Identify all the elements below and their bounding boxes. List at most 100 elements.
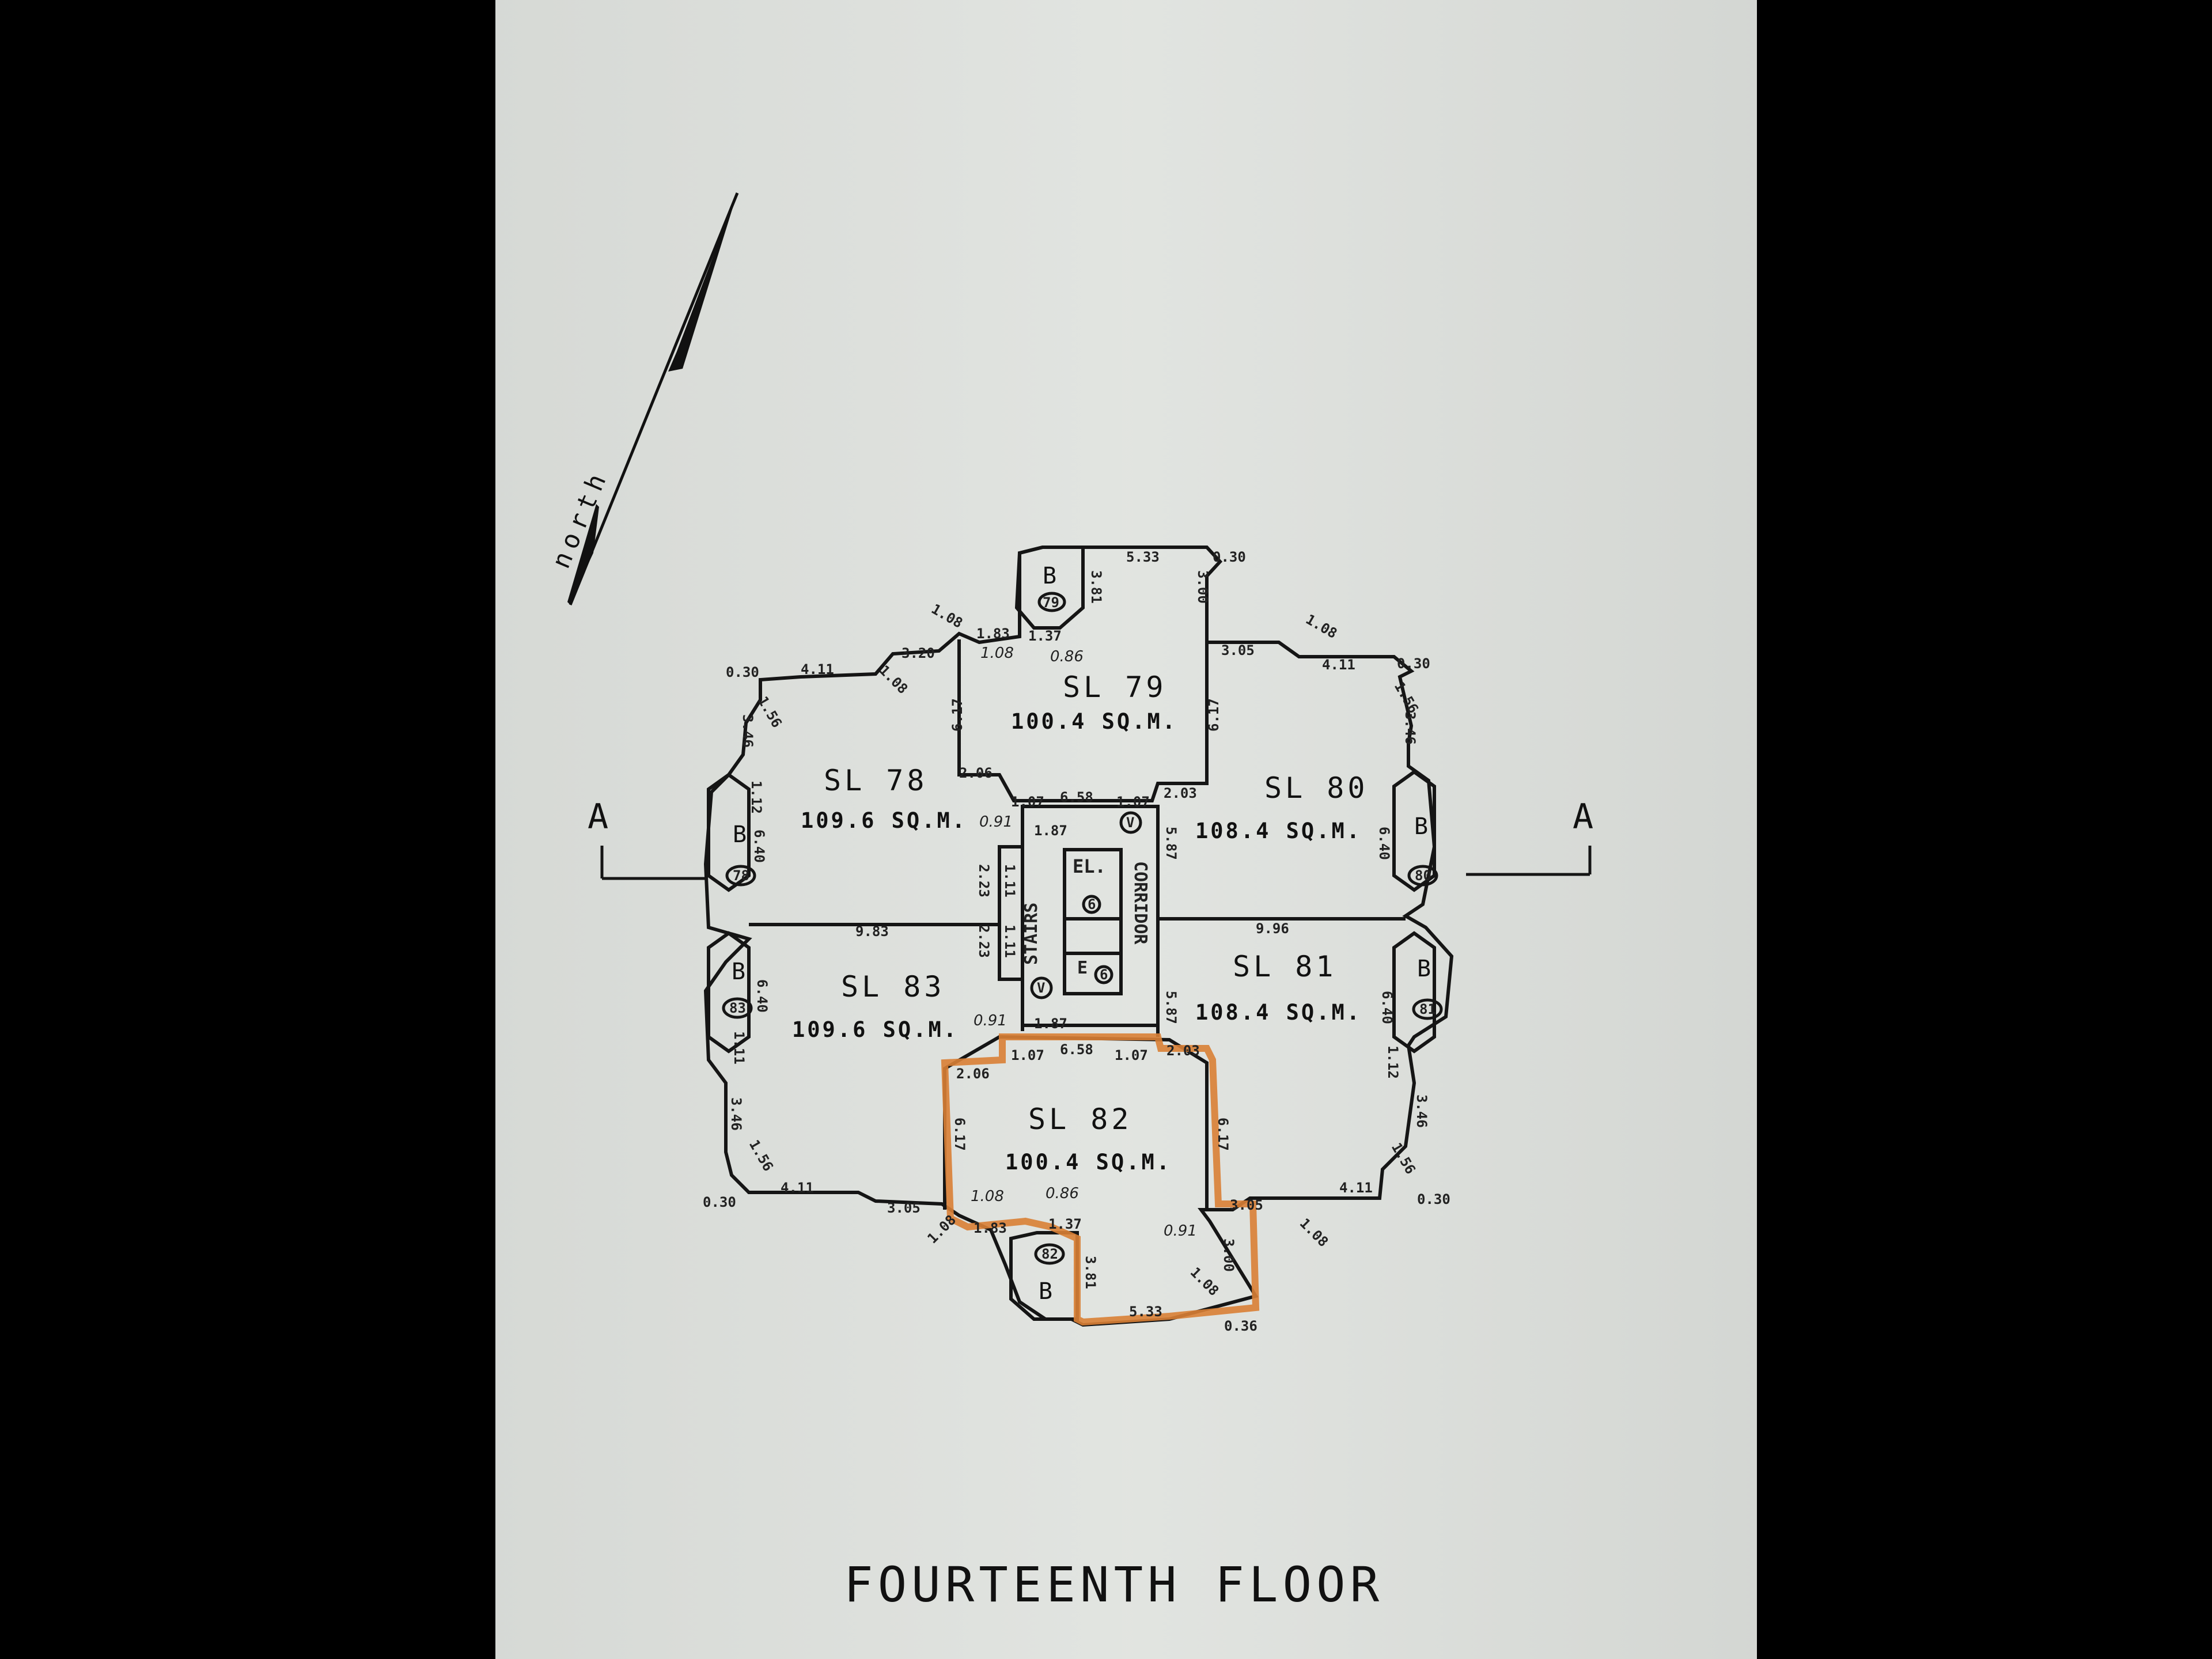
- dimension-label: 0.36: [1224, 1318, 1257, 1334]
- unit-sl78-name: SL 78: [824, 764, 928, 797]
- dimension-label: 0.30: [1417, 1191, 1450, 1207]
- dimension-label: 1.56: [755, 694, 785, 730]
- balcony-79-number: 79: [1043, 594, 1059, 611]
- balcony-78-number: 78: [733, 868, 749, 884]
- dimension-label: 0.30: [726, 664, 759, 680]
- dimensions-bottom: 6.40 6.40 1.87 5.87 0.91 1.07 6.58 1.07 …: [703, 979, 1450, 1334]
- unit-sl82-area: 100.4 SQ.M.: [1005, 1150, 1172, 1175]
- dimension-label: 4.11: [801, 661, 834, 677]
- dimension-label: 6.40: [754, 979, 770, 1013]
- dimension-label: 0.30: [703, 1194, 736, 1210]
- dimension-label: 2.03: [1164, 785, 1197, 801]
- north-arrow-icon: north: [546, 192, 739, 605]
- dimension-label: 1.11: [731, 1031, 747, 1065]
- dimension-label: 5.33: [1129, 1304, 1162, 1320]
- dimension-label: 1.08: [1303, 611, 1340, 642]
- dimension-label: 2.06: [959, 765, 993, 781]
- dimension-label: 0.30: [1397, 656, 1430, 672]
- balcony-82: 82 B: [1034, 1243, 1065, 1305]
- section-marker-left: A: [588, 797, 706, 880]
- dimension-label: 1.87: [1034, 1016, 1067, 1032]
- section-marker-right: A: [1466, 797, 1593, 876]
- dimension-label: 1.07: [1011, 794, 1044, 810]
- dimension-label: 1.56: [1391, 679, 1422, 716]
- dimension-label: 3.81: [1088, 570, 1104, 604]
- unit-sl79-name: SL 79: [1063, 671, 1167, 704]
- dimensions-middle: 9.83 9.96 2.23 2.23 1.11 1.11: [855, 864, 1289, 958]
- dimension-label: 6.40: [1379, 991, 1395, 1024]
- dimension-label: 6.17: [1215, 1118, 1231, 1151]
- dimension-label: 6.17: [1206, 698, 1222, 732]
- stairs-label: STAIRS: [1021, 903, 1041, 965]
- dimension-label: 4.11: [1322, 657, 1355, 673]
- e-number: 6: [1100, 967, 1108, 983]
- dimension-label: 1.08: [980, 645, 1014, 662]
- unit-sl80-area: 108.4 SQ.M.: [1195, 819, 1362, 843]
- balcony-79-label: B: [1043, 563, 1056, 589]
- unit-sl81: SL 81 108.4 SQ.M.: [1195, 950, 1362, 1025]
- dimension-label: 3.46: [728, 1097, 744, 1131]
- balcony-83-label: B: [732, 959, 745, 985]
- balcony-82-number: 82: [1041, 1246, 1058, 1262]
- unit-sl82-name: SL 82: [1028, 1103, 1132, 1136]
- dimension-label: 1.08: [929, 601, 965, 631]
- dimension-label: 1.11: [1002, 925, 1018, 958]
- unit-sl81-name: SL 81: [1233, 950, 1337, 983]
- dimension-label: 3.20: [902, 645, 935, 661]
- balcony-81-number: 81: [1419, 1001, 1436, 1017]
- unit-sl80: SL 80 108.4 SQ.M.: [1195, 771, 1369, 843]
- dimension-label: 1.07: [1116, 794, 1150, 810]
- dimension-label: 9.83: [855, 923, 889, 940]
- dimension-label: 1.11: [1002, 864, 1018, 897]
- dimension-label: 3.46: [740, 714, 756, 748]
- unit-sl79: SL 79 100.4 SQ.M.: [1011, 671, 1175, 734]
- unit-sl82: SL 82 100.4 SQ.M.: [1005, 1103, 1172, 1175]
- dimension-label: 0.86: [1050, 648, 1084, 665]
- unit-sl83-name: SL 83: [841, 970, 945, 1003]
- balcony-83-number: 83: [729, 1000, 746, 1016]
- balcony-81: B 81: [1412, 956, 1443, 1020]
- unit-sl78: SL 78 109.6 SQ.M.: [801, 764, 967, 833]
- balcony-80: B 80: [1407, 813, 1438, 887]
- dimension-label: 5.33: [1126, 549, 1160, 565]
- dimension-label: 1.12: [1385, 1046, 1401, 1079]
- dimension-label: 1.83: [974, 1220, 1007, 1236]
- dimension-label: 2.03: [1166, 1043, 1200, 1059]
- dimension-label: 2.23: [976, 864, 992, 897]
- dimension-label: 0.91: [1164, 1222, 1197, 1240]
- dimension-label: 9.96: [1256, 921, 1289, 937]
- dimension-label: 1.07: [1115, 1047, 1148, 1063]
- balcony-78: B 78: [725, 821, 756, 887]
- dimension-label: 1.83: [976, 626, 1010, 642]
- e-label: E: [1077, 958, 1088, 978]
- unit-sl80-name: SL 80: [1264, 771, 1369, 805]
- sl82-highlight-outline: [941, 1033, 1260, 1326]
- section-marker-left-label: A: [588, 797, 608, 837]
- v-label-bottom: V: [1037, 980, 1045, 996]
- unit-sl78-area: 109.6 SQ.M.: [801, 808, 967, 833]
- dimension-label: 3.81: [1082, 1256, 1099, 1289]
- dimension-label: 6.58: [1060, 789, 1093, 805]
- dimension-label: 0.91: [979, 813, 1013, 831]
- dimension-label: 6.40: [1376, 827, 1392, 860]
- dimension-label: 3.46: [1402, 711, 1418, 745]
- dimension-label: 1.07: [1011, 1047, 1044, 1063]
- dimension-label: 6.58: [1060, 1041, 1093, 1058]
- floor-title: FOURTEENTH FLOOR: [844, 1556, 1384, 1613]
- balcony-82-label: B: [1039, 1278, 1052, 1305]
- dimension-label: 3.00: [1221, 1238, 1237, 1272]
- dimension-label: 2.06: [956, 1066, 990, 1082]
- balcony-79: B 79: [1037, 563, 1066, 612]
- dimension-label: 3.46: [1414, 1094, 1430, 1128]
- balcony-80-number: 80: [1415, 868, 1431, 884]
- v-label-top: V: [1126, 815, 1134, 831]
- unit-sl81-area: 108.4 SQ.M.: [1195, 1000, 1362, 1025]
- unit-sl83: SL 83 109.6 SQ.M.: [792, 970, 956, 1042]
- dimension-label: 1.37: [1048, 1216, 1082, 1232]
- dimension-label: 3.05: [1221, 642, 1255, 658]
- dimension-label: 3.05: [1230, 1197, 1263, 1213]
- dimensions-top: 5.33 0.30 3.81 1.08 1.83 1.37 1.08 0.86 …: [726, 549, 1430, 863]
- dimension-label: 1.87: [1034, 823, 1067, 839]
- balcony-81-label: B: [1417, 956, 1431, 982]
- dimension-label: 3.05: [887, 1200, 921, 1216]
